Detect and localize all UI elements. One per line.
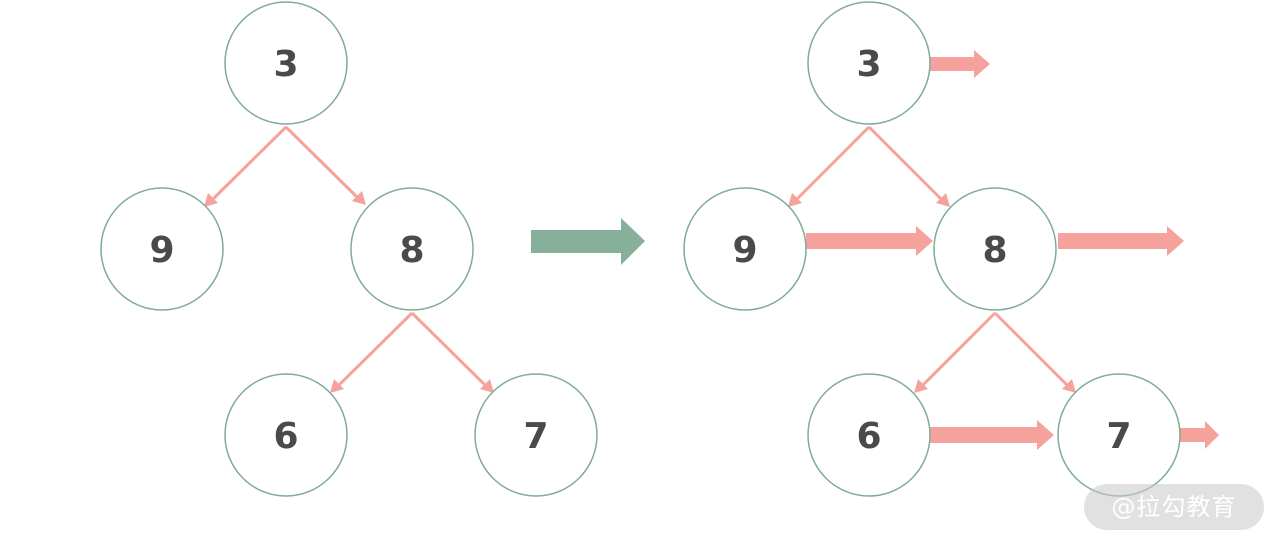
next-arrow-8	[1058, 226, 1184, 256]
edge-8-6	[920, 311, 997, 388]
node-label: 7	[1106, 416, 1131, 457]
tree-node-7: 7	[1057, 373, 1181, 497]
node-label: 8	[982, 230, 1007, 271]
next-pointer-arrows	[806, 50, 1219, 450]
node-label: 6	[856, 416, 881, 457]
watermark: @拉勾教育	[1084, 484, 1264, 530]
edge-8-6	[336, 311, 414, 388]
edge-3-8-head	[936, 193, 950, 207]
node-label: 7	[523, 416, 548, 457]
next-arrow-7	[1180, 421, 1219, 449]
node-label: 3	[273, 44, 298, 85]
edge-8-7-head	[480, 379, 494, 393]
left-tree-nodes: 3 9 8 6 7	[100, 1, 598, 497]
node-label: 9	[149, 230, 174, 271]
edge-8-6-head	[914, 379, 928, 393]
edge-3-9	[794, 125, 871, 202]
tree-node-8: 8	[933, 187, 1057, 311]
edge-8-7	[993, 311, 1070, 388]
edge-3-9-head	[788, 193, 802, 207]
next-arrow-9-8	[806, 226, 933, 256]
transform-arrow	[531, 218, 645, 265]
tree-node-3: 3	[807, 1, 931, 125]
right-tree-nodes: 3 9 8 6 7	[683, 1, 1181, 497]
node-label: 8	[399, 230, 424, 271]
edge-8-6-head	[330, 379, 344, 393]
edge-8-7	[410, 311, 488, 388]
edge-3-8	[284, 125, 360, 200]
tree-node-7: 7	[474, 373, 598, 497]
next-arrow-6-7	[930, 420, 1054, 450]
tree-node-6: 6	[224, 373, 348, 497]
tree-node-8: 8	[350, 187, 474, 311]
node-label: 3	[856, 44, 881, 85]
node-label: 9	[732, 230, 757, 271]
tree-node-6: 6	[807, 373, 931, 497]
tree-node-9: 9	[100, 187, 224, 311]
edge-3-9	[210, 125, 288, 202]
left-tree-edges	[204, 125, 494, 393]
right-tree-edges	[788, 125, 1076, 393]
edge-8-7-head	[1062, 379, 1076, 393]
node-label: 6	[273, 416, 298, 457]
edge-3-8-head	[352, 191, 366, 205]
tree-node-3: 3	[224, 1, 348, 125]
edge-3-8	[867, 125, 944, 202]
next-arrow-3	[930, 50, 990, 78]
edge-3-9-head	[204, 193, 218, 207]
tree-node-9: 9	[683, 187, 807, 311]
